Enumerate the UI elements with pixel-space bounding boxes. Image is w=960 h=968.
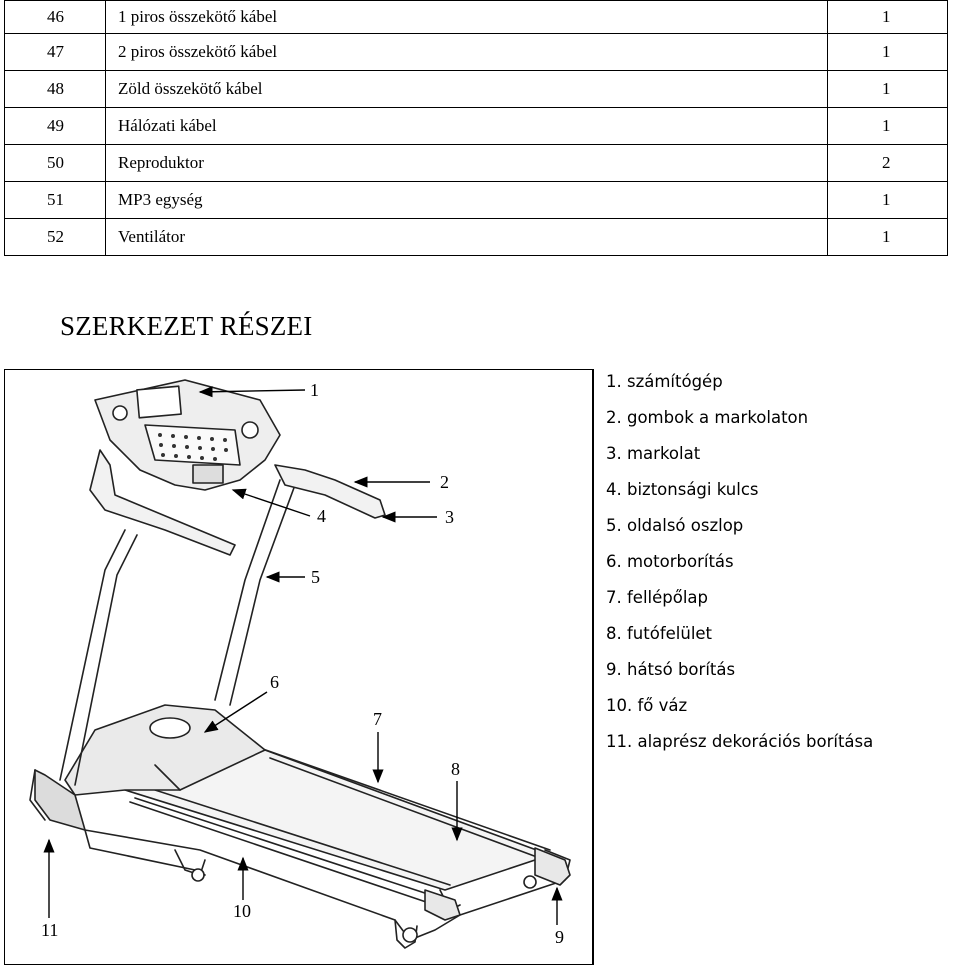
part-quantity: 1 (827, 33, 948, 71)
part-name: 1 piros összekötő kábel (105, 0, 828, 34)
part-name: 2 piros összekötő kábel (105, 33, 828, 71)
table-row: 48 Zöld összekötő kábel 1 (4, 70, 948, 108)
left-column (59, 529, 126, 781)
list-item: 11. alaprész dekorációs borítása (606, 732, 874, 751)
part-number: 49 (4, 107, 106, 145)
left-handrail (89, 449, 236, 556)
callout-label: 2 (440, 472, 449, 492)
base-cover (34, 769, 86, 831)
list-item: 10. fő váz (606, 696, 688, 715)
list-item: 3. markolat (606, 444, 701, 463)
callout-label: 11 (41, 920, 58, 940)
rear-cover (534, 847, 571, 886)
part-quantity: 1 (827, 181, 948, 219)
part-name: Ventilátor (105, 218, 828, 256)
part-number: 47 (4, 33, 106, 71)
part-quantity: 1 (827, 0, 948, 34)
list-item: 8. futófelület (606, 624, 713, 643)
callout-label: 1 (310, 380, 319, 400)
callout-label: 3 (445, 507, 454, 527)
part-number: 50 (4, 144, 106, 182)
part-quantity: 2 (827, 144, 948, 182)
parts-table: 46 1 piros összekötő kábel 1 47 2 piros … (4, 0, 948, 256)
treadmill-drawing: 1 2 3 4 5 6 7 8 9 10 11 (29, 379, 571, 949)
parts-legend: 1. számítógép 2. gombok a markolaton 3. … (606, 372, 873, 768)
part-number: 48 (4, 70, 106, 108)
part-quantity: 1 (827, 218, 948, 256)
section-heading: SZERKEZET RÉSZEI (60, 311, 313, 341)
list-item: 5. oldalsó oszlop (606, 516, 744, 535)
callout-label: 4 (317, 506, 326, 526)
callout-label: 8 (451, 759, 460, 779)
callout-label: 9 (555, 927, 564, 947)
list-item: 2. gombok a markolaton (606, 408, 809, 427)
part-number: 46 (4, 0, 106, 34)
part-name: Zöld összekötő kábel (105, 70, 828, 108)
callout-label: 6 (270, 672, 279, 692)
part-number: 51 (4, 181, 106, 219)
table-row: 52 Ventilátor 1 (4, 218, 948, 256)
list-item: 6. motorborítás (606, 552, 734, 571)
part-quantity: 1 (827, 70, 948, 108)
part-name: MP3 egység (105, 181, 828, 219)
treadmill-diagram: 1 2 3 4 5 6 7 8 9 10 11 (4, 369, 594, 965)
table-row: 49 Hálózati kábel 1 (4, 107, 948, 145)
callout-label: 10 (233, 901, 251, 921)
table-row: 51 MP3 egység 1 (4, 181, 948, 219)
right-column (214, 479, 281, 701)
part-name: Reproduktor (105, 144, 828, 182)
part-name: Hálózati kábel (105, 107, 828, 145)
callout-label: 7 (373, 709, 382, 729)
list-item: 1. számítógép (606, 372, 723, 391)
table-row: 50 Reproduktor 2 (4, 144, 948, 182)
table-row: 46 1 piros összekötő kábel 1 (4, 0, 948, 34)
part-quantity: 1 (827, 107, 948, 145)
list-item: 4. biztonsági kulcs (606, 480, 759, 499)
list-item: 7. fellépőlap (606, 588, 709, 607)
list-item: 9. hátsó borítás (606, 660, 736, 679)
table-row: 47 2 piros összekötő kábel 1 (4, 33, 948, 71)
callout-label: 5 (311, 567, 320, 587)
part-number: 52 (4, 218, 106, 256)
